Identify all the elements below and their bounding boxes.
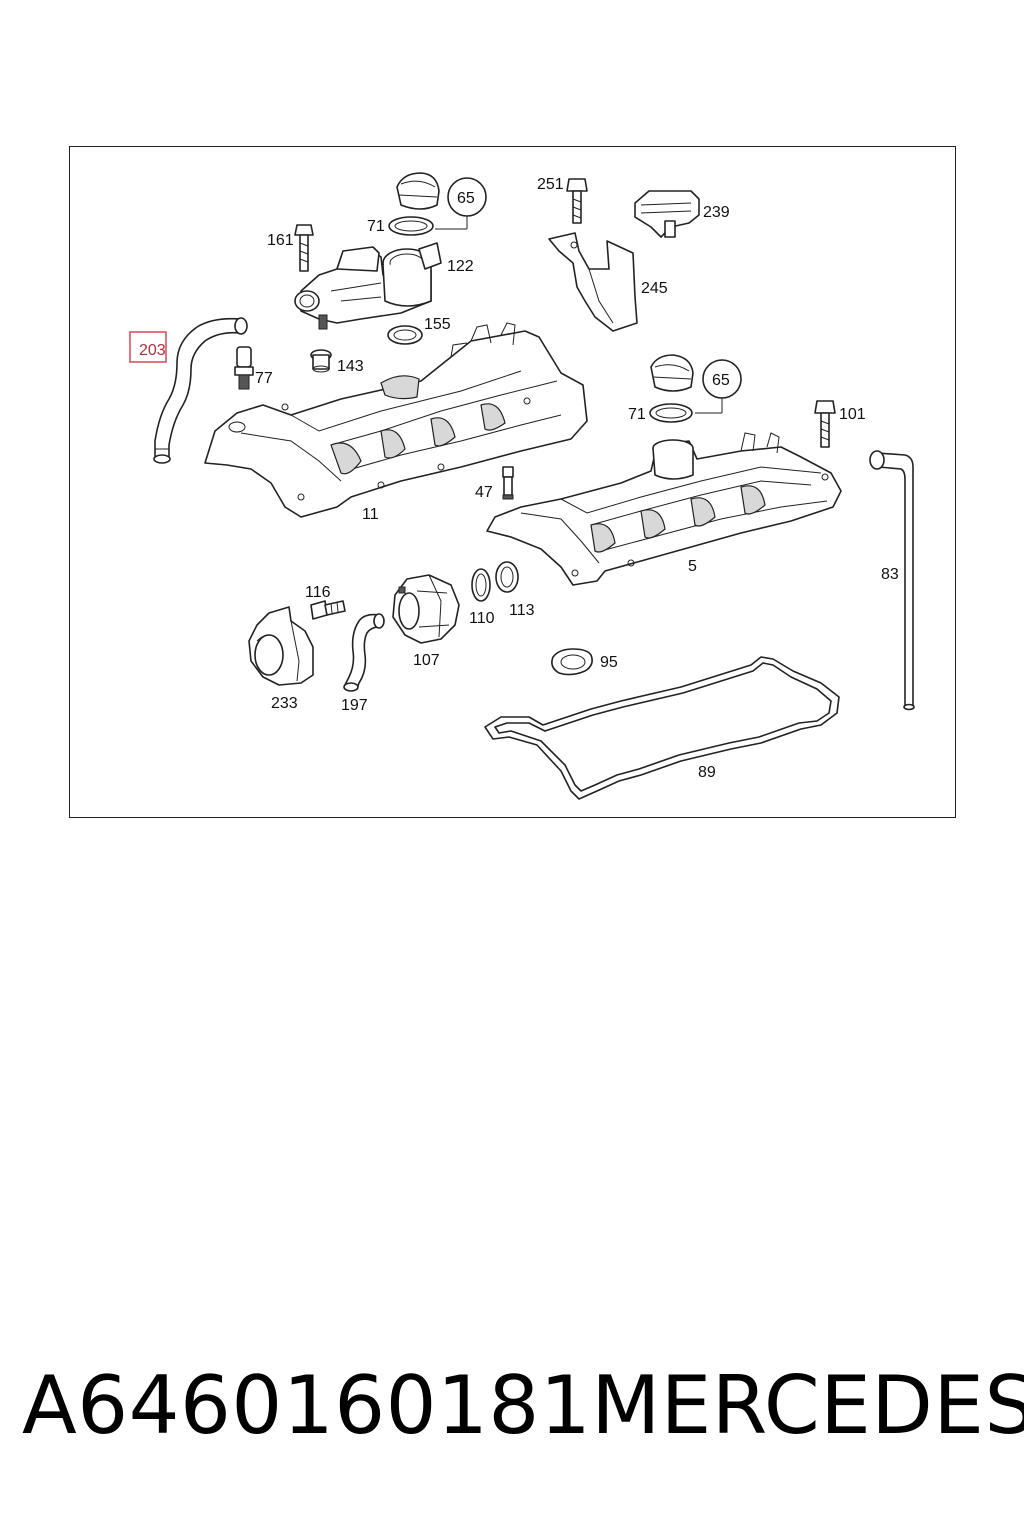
label-71-top: 71 <box>367 218 385 235</box>
cylinder-head-cover-11 <box>204 322 588 518</box>
label-71-bottom: 71 <box>628 406 646 423</box>
oil-filler-cap-bottom <box>650 354 694 392</box>
label-143: 143 <box>337 358 364 375</box>
parts-diagram-frame: 251 239 65 71 161 122 245 203 155 77 143… <box>69 146 956 818</box>
bracket-245 <box>548 232 638 332</box>
label-77: 77 <box>255 370 273 387</box>
bolt-116 <box>310 600 346 620</box>
label-110: 110 <box>469 610 495 627</box>
label-161: 161 <box>267 232 294 249</box>
label-197: 197 <box>341 697 368 714</box>
plug-143 <box>310 349 332 373</box>
bolt-47 <box>502 466 514 500</box>
label-89: 89 <box>698 764 716 781</box>
bolt-161 <box>294 224 314 272</box>
label-203: 203 <box>139 342 166 359</box>
cover-233 <box>248 606 314 686</box>
bolt-251 <box>566 178 588 224</box>
label-95: 95 <box>600 654 618 671</box>
highlight-box-203 <box>129 331 167 363</box>
label-83: 83 <box>881 566 899 583</box>
elbow-hose-197 <box>343 613 385 692</box>
hose-203 <box>153 317 248 464</box>
part-number: A6460160181 <box>22 1359 592 1452</box>
label-11: 11 <box>362 506 379 523</box>
label-239: 239 <box>703 204 730 221</box>
label-101: 101 <box>839 406 866 423</box>
gasket-89 <box>484 656 840 800</box>
cylinder-head-cover-5 <box>486 432 842 586</box>
label-5: 5 <box>688 558 697 575</box>
seal-ring-71-top <box>388 216 434 236</box>
label-107: 107 <box>413 652 440 669</box>
brand-name: MERCEDES <box>591 1359 1024 1452</box>
label-251: 251 <box>537 176 564 193</box>
seal-ring-71-bottom <box>649 403 693 423</box>
tube-83 <box>869 450 915 711</box>
bolt-101 <box>814 400 836 448</box>
seal-ring-110 <box>471 568 491 602</box>
pressure-regulator-107 <box>392 574 460 644</box>
oil-separator-122 <box>294 242 442 330</box>
sensor-77 <box>234 346 254 390</box>
label-155: 155 <box>424 316 451 333</box>
label-245: 245 <box>641 280 668 297</box>
exploded-parts-diagram: 251 239 65 71 161 122 245 203 155 77 143… <box>129 172 915 800</box>
part-caption: A6460160181 MERCEDES <box>0 1366 1024 1446</box>
label-65-top: 65 <box>457 190 475 207</box>
label-65-bottom: 65 <box>712 372 730 389</box>
seal-ring-113 <box>495 561 519 593</box>
label-113: 113 <box>509 602 535 619</box>
connector-239 <box>634 190 700 238</box>
label-233: 233 <box>271 695 298 712</box>
gasket-95 <box>551 648 593 676</box>
label-122: 122 <box>447 258 474 275</box>
seal-ring-155 <box>387 325 423 345</box>
oil-filler-cap-top <box>396 172 440 210</box>
label-47: 47 <box>475 484 493 501</box>
label-116: 116 <box>305 584 331 601</box>
